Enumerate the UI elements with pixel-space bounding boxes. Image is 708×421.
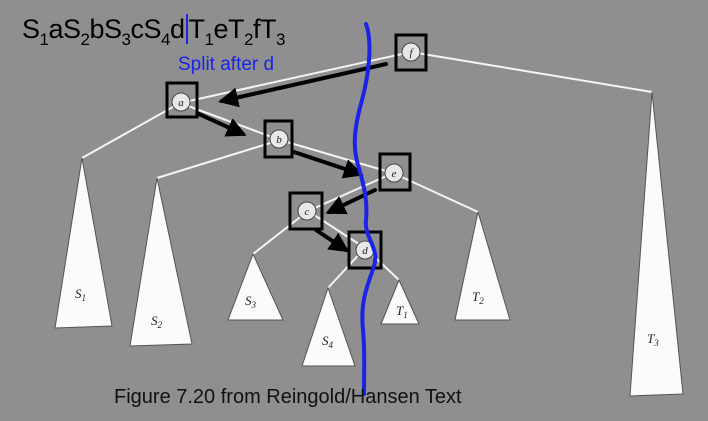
node-label-d: d: [362, 245, 368, 257]
edge-f-t3: [410, 51, 653, 93]
edge-e-t2: [392, 172, 479, 213]
node-label-b: b: [276, 134, 282, 146]
arrow-e-to-c: [325, 188, 377, 215]
figure-caption: Figure 7.20 from Reingold/Hansen Text: [114, 386, 462, 408]
node-b: b: [263, 119, 294, 159]
seq-token: b: [89, 14, 105, 44]
seq-token: S2: [63, 14, 90, 49]
arrow-f-to-a: [218, 62, 388, 108]
subtree-t1: [380, 278, 420, 325]
arrow-a-to-b: [197, 112, 247, 137]
subtree-label-t3: T3: [647, 331, 659, 348]
node-label-a: a: [178, 97, 184, 109]
seq-right-half: T1eT2fT3: [188, 14, 286, 49]
subtree-triangles: [54, 91, 684, 397]
seq-token: T1: [188, 14, 214, 49]
node-a: a: [165, 81, 199, 119]
arrow-b-to-e: [292, 150, 364, 179]
subtree-label-t2: T2: [472, 289, 484, 306]
subtree-s4: [301, 286, 356, 367]
seq-token: d: [170, 14, 185, 44]
node-label-e: e: [392, 168, 397, 180]
node-f: f: [394, 33, 428, 72]
subtree-s3: [227, 252, 284, 321]
node-label-c: c: [305, 206, 310, 218]
edge-c-s3: [252, 210, 309, 255]
seq-token: S4: [143, 14, 171, 49]
node-label-f: f: [409, 47, 414, 59]
seq-token: f: [253, 14, 261, 44]
edge-c-d: [307, 210, 366, 249]
seq-token: e: [213, 14, 229, 44]
subtree-label-s1: S1: [75, 286, 86, 303]
subtree-label-t1: T1: [396, 303, 408, 320]
split-marker: [185, 14, 188, 44]
edge-b-e: [279, 139, 394, 174]
seq-token: c: [130, 14, 145, 44]
search-path-arrows: [197, 62, 388, 253]
edge-b-s2: [156, 139, 281, 179]
seq-left-half: S1aS2bS3cS4d: [22, 14, 185, 49]
split-line: [352, 22, 378, 396]
node-e: e: [378, 152, 412, 192]
subtree-labels: S1 S2 S3 S4 T1 T2 T3: [75, 286, 659, 350]
seq-token: a: [48, 14, 64, 44]
subtree-label-s2: S2: [151, 313, 163, 330]
subtree-t2: [454, 211, 511, 321]
subtree-label-s3: S3: [245, 293, 257, 310]
subtree-s1: [54, 157, 113, 329]
node-c: c: [288, 191, 324, 231]
tree-nodes: f a b e c: [165, 33, 428, 270]
arrow-c-to-d: [314, 228, 350, 253]
seq-token: S1: [22, 14, 49, 49]
split-note: Split after d: [178, 54, 275, 75]
seq-token: S3: [104, 14, 131, 49]
subtree-label-s4: S4: [322, 333, 334, 350]
edge-a-s1: [81, 102, 181, 159]
seq-token: T3: [260, 14, 285, 49]
subtree-t3: [629, 91, 684, 397]
subtree-s2: [129, 177, 193, 347]
seq-token: T2: [228, 14, 253, 49]
